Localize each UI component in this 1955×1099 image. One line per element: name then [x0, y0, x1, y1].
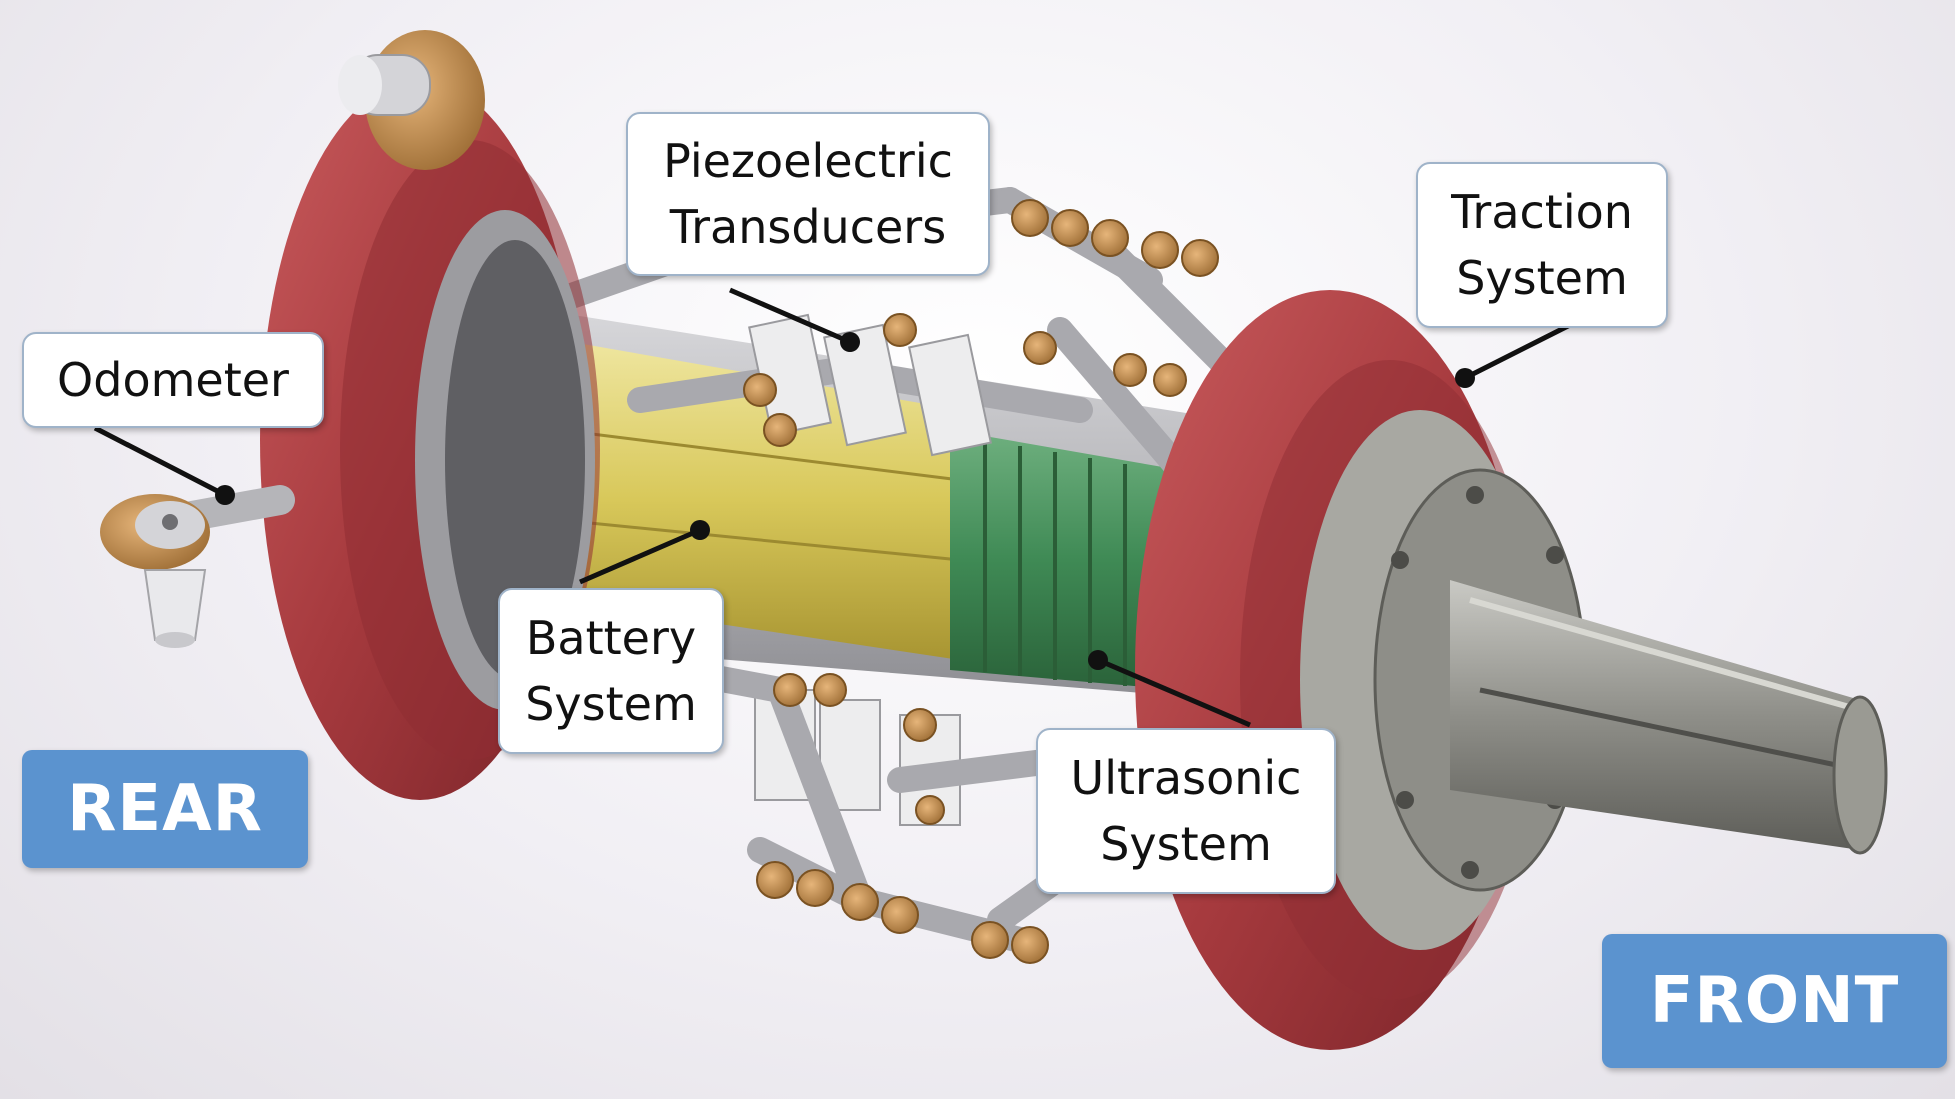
label-line: Battery: [525, 611, 697, 665]
label-line: System: [525, 677, 697, 731]
piezo-leader: [729, 287, 851, 345]
traction-system-label: Traction System: [1416, 162, 1668, 328]
label-line: System: [1100, 817, 1272, 871]
front-direction-tag: FRONT: [1602, 934, 1947, 1068]
odometer-assembly: [100, 30, 485, 648]
label-line: Transducers: [669, 200, 947, 254]
battery-system-label: Battery System: [498, 588, 724, 754]
front-cone: [1373, 468, 1888, 892]
odometer-label: Odometer: [22, 332, 324, 428]
bearing-discs: [743, 199, 1219, 964]
ultrasonic-leader: [1097, 657, 1251, 728]
label-line: System: [1456, 251, 1628, 305]
leader-dots: [215, 332, 1475, 670]
label-line: Piezoelectric: [663, 134, 953, 188]
label-line: Traction: [1451, 185, 1633, 239]
label-line: Ultrasonic: [1070, 751, 1302, 805]
odometer-leader: [93, 425, 227, 498]
traction-leader: [1463, 322, 1572, 381]
rear-direction-tag: REAR: [22, 750, 308, 868]
battery-leader: [579, 527, 701, 585]
piezoelectric-transducers-label: Piezoelectric Transducers: [626, 112, 990, 276]
label-line: Odometer: [57, 353, 289, 407]
ultrasonic-array: [950, 430, 1180, 690]
leader-lines: [93, 287, 1572, 728]
ultrasonic-system-label: Ultrasonic System: [1036, 728, 1336, 894]
